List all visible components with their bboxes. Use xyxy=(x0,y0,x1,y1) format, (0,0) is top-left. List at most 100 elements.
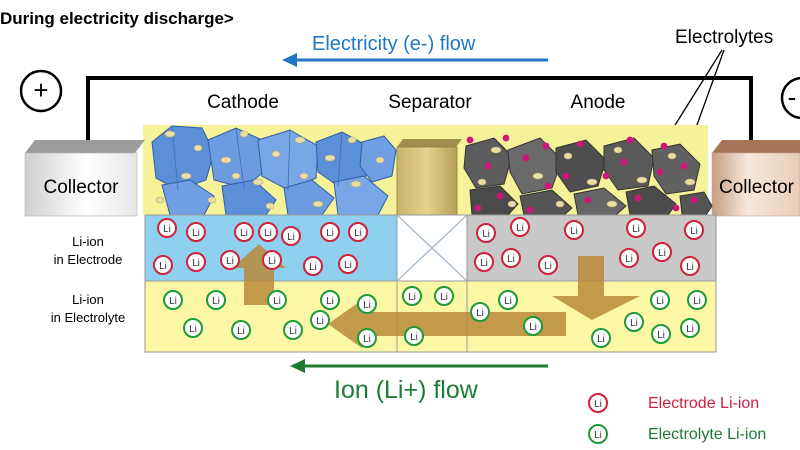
electrode-li-ion: Li xyxy=(501,248,521,268)
electrolyte-li-ion: Li xyxy=(183,318,203,338)
ion-flow-label: Ion (Li+) flow xyxy=(334,376,479,404)
svg-text:Li: Li xyxy=(226,256,234,267)
row-label-electrolyte-line1: Li-ion xyxy=(72,292,104,307)
electrolyte-li-ion: Li xyxy=(206,290,226,310)
legend: Li Electrode Li-ion Li Electrolyte Li-io… xyxy=(588,393,766,444)
svg-text:Li: Li xyxy=(480,258,488,269)
svg-text:Li: Li xyxy=(159,261,167,272)
legend-electrode-ion-icon: Li xyxy=(588,393,608,413)
electrolyte-li-ion: Li xyxy=(283,320,303,340)
svg-text:Li: Li xyxy=(240,228,248,239)
svg-text:Li: Li xyxy=(690,226,698,237)
svg-text:Li: Li xyxy=(632,224,640,235)
collector-left: Collector xyxy=(24,140,145,217)
external-circuit-wire xyxy=(86,76,753,145)
anode-binder-particles xyxy=(477,146,696,208)
electrode-li-ion: Li xyxy=(262,250,282,270)
svg-text:Li: Li xyxy=(544,261,552,272)
electrode-li-ion: Li xyxy=(281,226,301,246)
legend-electrode-label: Electrode Li-ion xyxy=(648,395,759,412)
svg-text:Li: Li xyxy=(476,308,484,319)
svg-text:Li: Li xyxy=(482,229,490,240)
electrolyte-li-ion: Li xyxy=(320,290,340,310)
electrode-li-ion: Li xyxy=(320,222,340,242)
svg-text:Li: Li xyxy=(625,254,633,265)
svg-text:Li: Li xyxy=(363,334,371,345)
svg-text:Li: Li xyxy=(363,300,371,311)
electrode-li-ion: Li xyxy=(338,254,358,274)
svg-text:Li: Li xyxy=(237,326,245,337)
negative-terminal-symbol: - xyxy=(788,82,797,112)
svg-text:Li: Li xyxy=(410,332,418,343)
svg-text:Li: Li xyxy=(287,232,295,243)
ion-flow-arrow-head xyxy=(290,359,305,373)
electrode-li-ion: Li xyxy=(652,242,672,262)
legend-electrolyte-label: Electrolyte Li-ion xyxy=(648,426,766,443)
electrolyte-li-ion: Li xyxy=(357,328,377,348)
row-label-electrode-line2: in Electrode xyxy=(54,252,123,267)
electrode-li-ion: Li xyxy=(153,255,173,275)
electrolyte-li-ion: Li xyxy=(310,310,330,330)
row-label-electrolyte-line2: in Electrolyte xyxy=(51,310,125,325)
electrolytes-pointer-1 xyxy=(671,49,723,131)
diagram-title: During electricity discharge> xyxy=(0,9,234,28)
svg-text:Li: Li xyxy=(440,292,448,303)
svg-text:Li: Li xyxy=(163,224,171,235)
collector-right: Collector xyxy=(711,140,800,217)
separator-cross-2 xyxy=(396,214,468,282)
electrode-li-ion: Li xyxy=(510,217,530,237)
electrolyte-li-ion: Li xyxy=(470,302,490,322)
svg-text:Li: Li xyxy=(344,260,352,271)
svg-text:Li: Li xyxy=(326,228,334,239)
svg-text:Li: Li xyxy=(630,318,638,329)
svg-text:Li: Li xyxy=(408,292,416,303)
svg-text:Li: Li xyxy=(686,262,694,273)
electrolyte-li-ion: Li xyxy=(357,294,377,314)
anode-lithium-dots xyxy=(466,134,698,214)
svg-text:Li: Li xyxy=(529,322,537,333)
electrode-li-ion: Li xyxy=(303,256,323,276)
svg-text:Li: Li xyxy=(594,430,602,441)
svg-text:Li: Li xyxy=(309,262,317,273)
electrolyte-li-ion: Li xyxy=(404,326,424,346)
electrolytes-label: Electrolytes xyxy=(675,27,773,48)
electrolyte-li-ion: Li xyxy=(163,290,183,310)
electrode-li-ion: Li xyxy=(476,223,496,243)
electrode-li-ion: Li xyxy=(684,220,704,240)
collector-right-label: Collector xyxy=(719,177,795,198)
svg-text:Li: Li xyxy=(169,296,177,307)
legend-electrolyte-ion-icon: Li xyxy=(588,424,608,444)
svg-text:Li: Li xyxy=(192,258,200,269)
electrolyte-li-ion: Li xyxy=(591,328,611,348)
electrode-li-ion: Li xyxy=(348,222,368,242)
svg-text:Li: Li xyxy=(316,316,324,327)
cathode-label: Cathode xyxy=(207,92,279,113)
separator-block xyxy=(396,139,462,216)
svg-text:Li: Li xyxy=(504,296,512,307)
svg-text:Li: Li xyxy=(657,330,665,341)
electrolyte-li-ion: Li xyxy=(650,290,670,310)
svg-text:Li: Li xyxy=(570,226,578,237)
svg-text:Li: Li xyxy=(658,248,666,259)
electrolyte-li-ion: Li xyxy=(624,312,644,332)
anode-release-arrow xyxy=(552,256,640,320)
svg-text:Li: Li xyxy=(354,228,362,239)
electricity-flow-label: Electricity (e-) flow xyxy=(312,33,476,55)
svg-text:Li: Li xyxy=(189,324,197,335)
electrode-li-ion: Li xyxy=(234,222,254,242)
electrode-li-ions: Li Li Li Li Li Li Li Li Li Li Li Li Li L… xyxy=(153,217,704,276)
cathode-binder-particles xyxy=(155,130,385,210)
electricity-flow-arrow-head xyxy=(282,53,297,67)
electrode-li-ion: Li xyxy=(564,220,584,240)
electrode-li-ion: Li xyxy=(220,250,240,270)
electrolyte-li-ion: Li xyxy=(651,324,671,344)
svg-text:Li: Li xyxy=(693,296,701,307)
svg-text:Li: Li xyxy=(212,296,220,307)
svg-text:Li: Li xyxy=(273,296,281,307)
negative-terminal-icon xyxy=(780,76,800,120)
electrolyte-li-ion: Li xyxy=(687,290,707,310)
svg-text:Li: Li xyxy=(594,399,602,410)
electrode-li-ion: Li xyxy=(157,218,177,238)
